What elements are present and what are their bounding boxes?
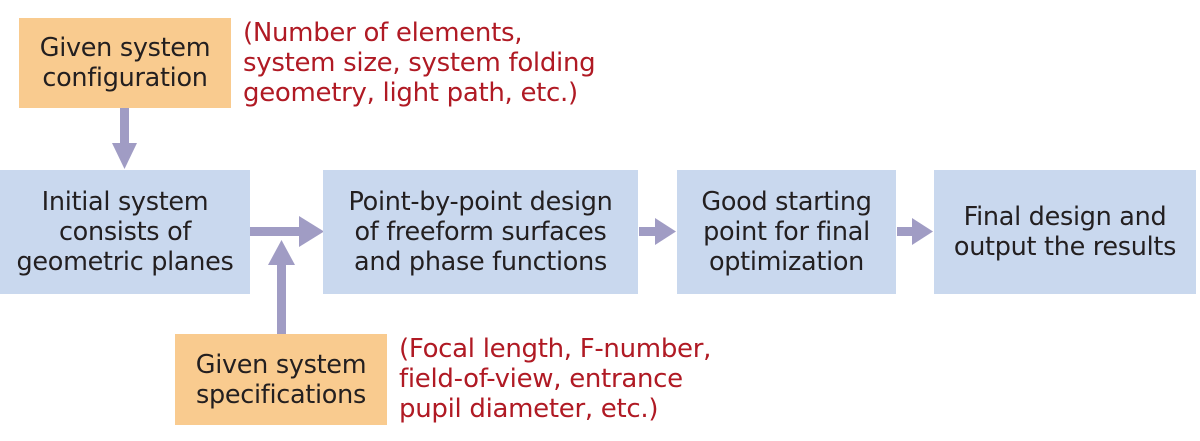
arrow-specifications-up [268,240,295,334]
annotation-configuration-details: (Number of elements, system size, system… [243,18,596,108]
annotation-specifications-details: (Focal length, F-number, field-of-view, … [399,334,712,424]
step-good-starting-point: Good starting point for final optimizati… [677,170,896,294]
step-label: Final design and output the results [953,202,1177,262]
step-point-by-point-design: Point-by-point design of freeform surfac… [323,170,638,294]
arrow-starting-to-final [897,218,933,245]
input-box-label: Given system specifications [195,349,367,410]
step-label: Initial system consists of geometric pla… [16,187,234,277]
step-final-design: Final design and output the results [934,170,1196,294]
arrow-pointbypoint-to-starting [639,218,676,245]
input-box-label: Given system configuration [39,33,211,93]
arrow-initial-to-pointbypoint [250,216,324,247]
step-initial-system: Initial system consists of geometric pla… [0,170,250,294]
step-label: Good starting point for final optimizati… [701,187,872,277]
input-box-system-configuration: Given system configuration [19,18,231,108]
input-box-system-specifications: Given system specifications [175,334,387,425]
step-label: Point-by-point design of freeform surfac… [348,187,613,277]
arrow-config-to-initial [112,108,137,169]
